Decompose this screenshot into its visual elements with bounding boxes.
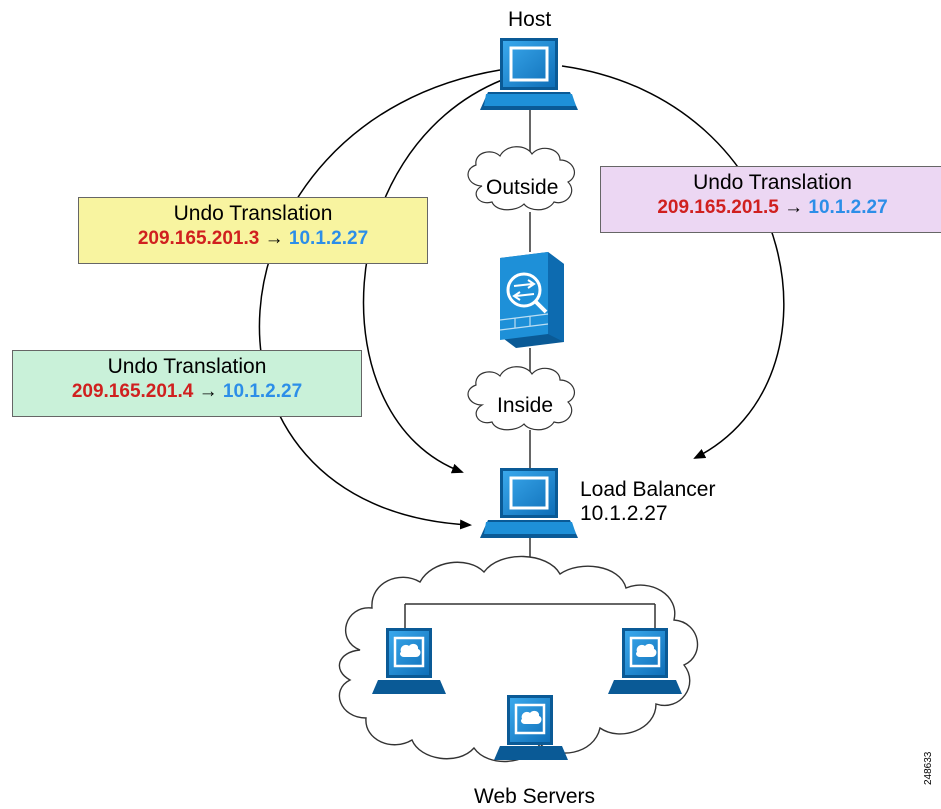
web-server-center-icon [494, 695, 568, 760]
outside-label: Outside [486, 176, 559, 199]
host-icon [480, 38, 578, 110]
host-label: Host [508, 8, 552, 31]
web-servers-label: Web Servers [474, 785, 595, 808]
translation-mapping: 209.165.201.3 → 10.1.2.27 [79, 228, 427, 250]
arrow-host-to-lb-outer-left [258, 69, 501, 530]
web-server-left-icon [372, 628, 446, 694]
load-balancer-label: Load Balancer [580, 478, 716, 501]
undo-translation-title: Undo Translation [693, 171, 852, 194]
right-arrow-icon: → [264, 228, 284, 249]
arrow-host-to-lb-inner-left [362, 79, 503, 474]
undo-translation-box-1: Undo Translation 209.165.201.3 → 10.1.2.… [78, 197, 428, 264]
inside-label: Inside [497, 394, 554, 417]
inside-cloud-icon [467, 366, 576, 431]
web-servers-cloud-icon [338, 555, 699, 763]
load-balancer-icon [480, 468, 578, 538]
outside-cloud-icon [467, 146, 576, 211]
translated-ip: 10.1.2.27 [808, 197, 888, 218]
right-arrow-icon: → [784, 197, 804, 218]
translated-ip: 10.1.2.27 [288, 228, 369, 249]
right-arrow-icon: → [198, 381, 218, 402]
translation-mapping: 209.165.201.5 → 10.1.2.27 [601, 197, 941, 219]
original-ip: 209.165.201.4 [71, 381, 194, 402]
arrow-host-to-lb-right [561, 65, 785, 459]
translation-mapping: 209.165.201.4 → 10.1.2.27 [13, 381, 361, 403]
web-server-right-icon [608, 628, 682, 694]
firewall-icon [499, 252, 564, 348]
undo-translation-title: Undo Translation [173, 202, 333, 225]
translated-ip: 10.1.2.27 [222, 381, 303, 402]
original-ip: 209.165.201.5 [657, 197, 779, 218]
undo-translation-box-3: Undo Translation 209.165.201.5 → 10.1.2.… [600, 166, 941, 233]
load-balancer-ip: 10.1.2.27 [580, 502, 668, 525]
undo-translation-title: Undo Translation [107, 355, 267, 378]
figure-id: 248633 [923, 751, 934, 785]
original-ip: 209.165.201.3 [137, 228, 260, 249]
undo-translation-box-2: Undo Translation 209.165.201.4 → 10.1.2.… [12, 350, 362, 417]
